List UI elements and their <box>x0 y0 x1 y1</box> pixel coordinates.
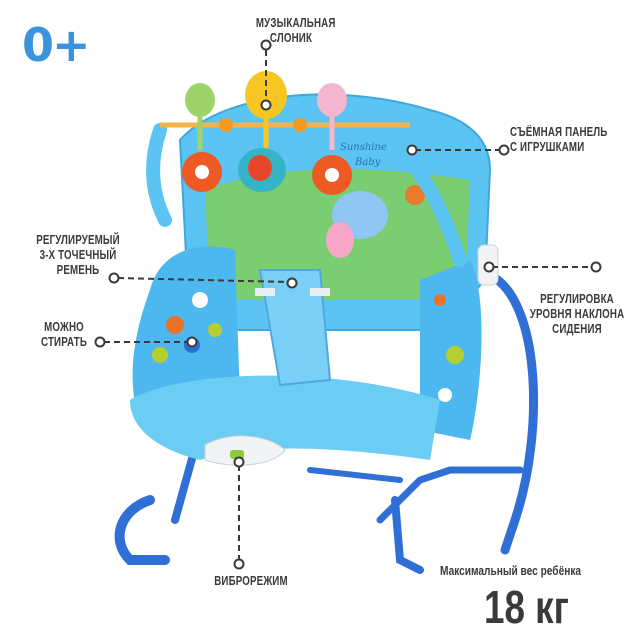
max-weight-title: Максимальный вес ребёнка <box>440 563 582 578</box>
left-side-cushion <box>132 246 240 420</box>
callout-line: уровня наклона <box>529 307 625 321</box>
age-badge: 0+ <box>22 18 91 72</box>
callout-line: стирать <box>40 335 88 349</box>
callout-line: Музыкальная <box>255 16 336 30</box>
callout-line: Регулировка <box>540 292 614 306</box>
rocker-frame <box>114 270 539 574</box>
callout-leaders <box>94 39 602 570</box>
callout-line: Регулируемый <box>36 233 120 247</box>
callout-harness: Регулируемый 3-х точечный ремень <box>23 233 132 278</box>
callout-vibration: Виброрежим <box>208 574 294 589</box>
callout-line: Можно <box>44 320 84 334</box>
callout-music-elephant: Музыкальная слоник <box>255 16 336 46</box>
callout-line: сидения <box>552 322 602 336</box>
callout-line: 3-х точечный <box>39 248 117 262</box>
svg-text:Baby: Baby <box>354 157 381 168</box>
callout-line: Съёмная панель <box>510 125 608 139</box>
seat <box>130 375 440 460</box>
polka-dots <box>152 292 464 402</box>
svg-text:Sunshine: Sunshine <box>340 142 387 153</box>
vibration-unit <box>204 435 286 466</box>
callout-line: ремень <box>56 263 100 277</box>
callout-washable: Можно стирать <box>25 320 103 350</box>
harness <box>258 269 332 387</box>
callout-removable-toy-bar: Съёмная панель с игрушками <box>510 125 607 155</box>
callout-recline: Регулировка уровня наклона сидения <box>519 292 636 337</box>
max-weight-value: 18 кг <box>484 581 569 633</box>
callout-line: слоник <box>269 31 313 45</box>
callout-line: Виброрежим <box>214 574 288 588</box>
callout-line: с игрушками <box>510 140 585 154</box>
